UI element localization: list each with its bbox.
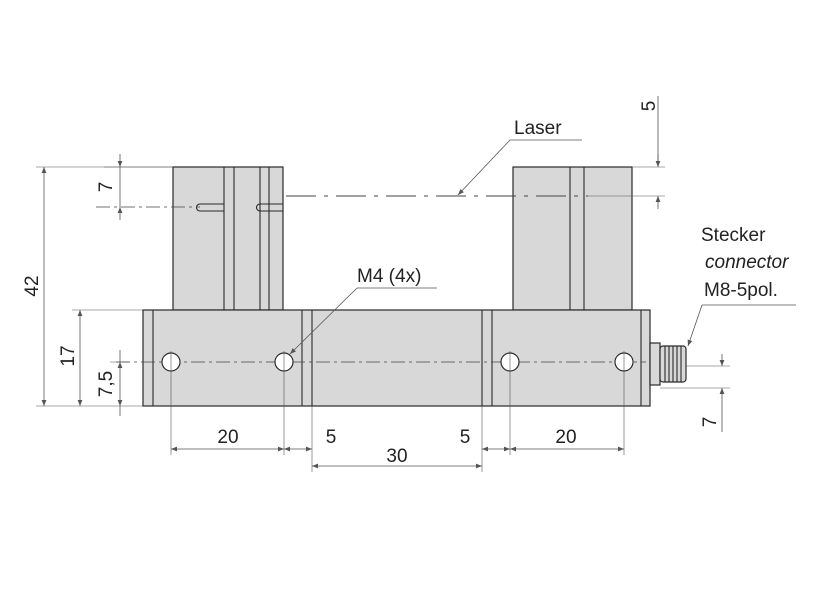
- dim-lines-connector: [660, 354, 730, 432]
- dim-17: 17: [58, 345, 79, 366]
- stecker-label: Stecker: [701, 225, 766, 246]
- dim-42: 42: [22, 275, 43, 296]
- dim-30: 30: [386, 446, 407, 467]
- dim-20-right: 20: [555, 427, 576, 448]
- dim-5-top: 5: [639, 101, 660, 112]
- dim-7-5: 7,5: [96, 371, 117, 397]
- m4-label: M4 (4x): [357, 266, 421, 287]
- m8-label: M8-5pol.: [704, 280, 778, 301]
- dim-5-left: 5: [326, 427, 337, 448]
- dim-7-top: 7: [96, 182, 117, 193]
- right-housing: [512, 166, 633, 311]
- leader-lines: [289, 139, 796, 355]
- base-body: [142, 309, 651, 407]
- laser-label: Laser: [514, 118, 562, 139]
- dim-5-right: 5: [460, 427, 471, 448]
- connector-label: connector: [705, 252, 789, 273]
- left-housing: [172, 166, 284, 311]
- connector-plug: [649, 342, 687, 386]
- dim-lines-right-top: [632, 96, 665, 209]
- dim-lines-left: [36, 154, 173, 416]
- dim-lines-bottom: [170, 373, 625, 472]
- dim-20-left: 20: [217, 427, 238, 448]
- dim-7-connector: 7: [700, 417, 721, 428]
